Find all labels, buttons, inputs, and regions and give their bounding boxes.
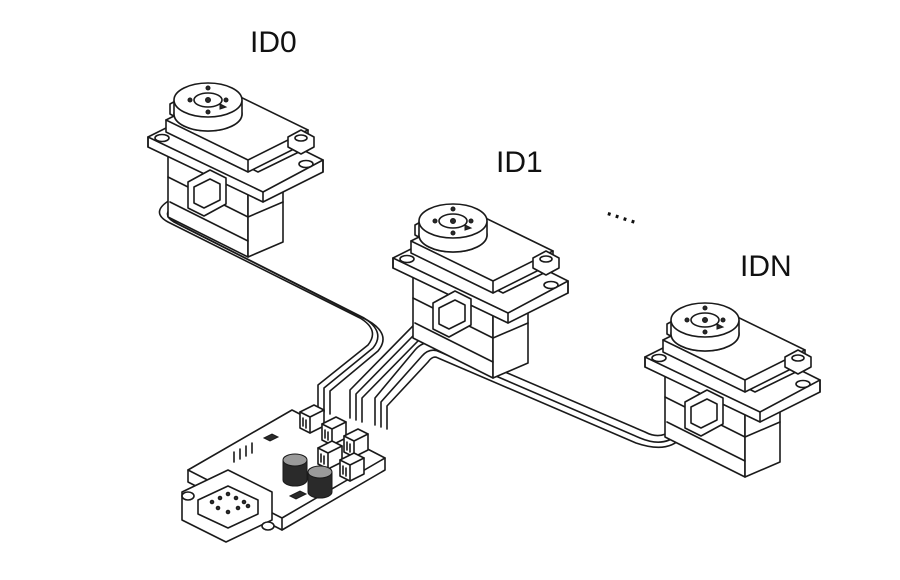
ellipsis-label: ....: [603, 189, 645, 231]
label-id0: ID0: [250, 26, 297, 59]
capacitor-2: [307, 465, 333, 499]
label-idn: IDN: [740, 250, 792, 283]
servo-idn: [644, 302, 821, 478]
header-pins: [233, 442, 253, 463]
capacitor-1: [282, 453, 308, 487]
label-id1: ID1: [496, 146, 543, 179]
db9-connector: [181, 469, 275, 543]
driver-board: [181, 404, 386, 543]
servo-id1: [392, 203, 569, 379]
servo-id0: [147, 82, 324, 258]
